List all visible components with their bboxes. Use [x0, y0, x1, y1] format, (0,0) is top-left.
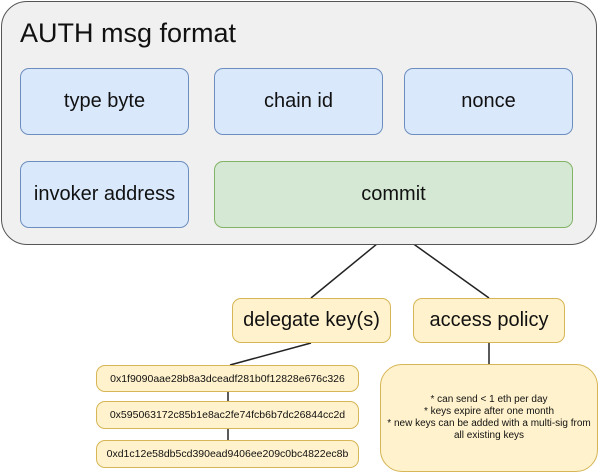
- invoker-address-box: invoker address: [20, 161, 189, 228]
- policy-line-2: * keys expire after one month: [423, 406, 555, 417]
- access-policy-box: access policy: [413, 298, 565, 343]
- chain-id-box: chain id: [214, 68, 383, 135]
- nonce-box: nonce: [404, 68, 573, 135]
- policy-line-3: * new keys can be added with a multi-sig…: [387, 418, 591, 429]
- policy-line-4: all existing keys: [453, 430, 525, 441]
- access-policy-details: * can send < 1 eth per day * keys expire…: [380, 364, 598, 472]
- commit-box: commit: [214, 161, 573, 228]
- policy-line-1: * can send < 1 eth per day: [430, 394, 548, 405]
- delegate-keys-box: delegate key(s): [232, 298, 391, 343]
- type-byte-box: type byte: [20, 68, 189, 135]
- diagram-title: AUTH msg format: [20, 18, 237, 48]
- delegate-key-3: 0xd1c12e58db5cd390ead9406ee209c0bc4822ec…: [96, 440, 359, 468]
- delegate-key-1: 0x1f9090aae28b8a3dceadf281b0f12828e676c3…: [96, 365, 359, 392]
- delegate-to-keys-line: [229, 342, 312, 366]
- delegate-key-2: 0x595063172c85b1e8ac2fe74fcb6b7dc26844cc…: [96, 401, 359, 429]
